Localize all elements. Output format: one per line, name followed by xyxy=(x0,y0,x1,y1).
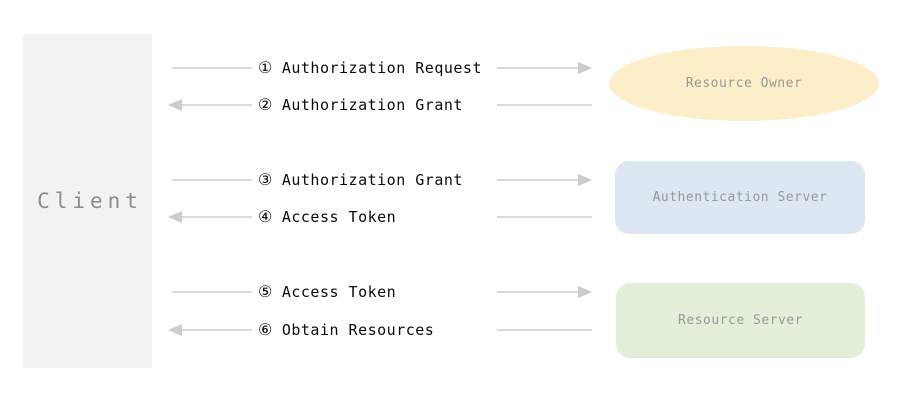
flow-row-obtain-resources: ⑥ Obtain Resources xyxy=(0,320,900,340)
flow-label: ③ Authorization Grant xyxy=(258,170,463,190)
client-label: Client xyxy=(37,189,143,213)
flow-text: Authorization Grant xyxy=(281,96,463,114)
shape-resource-server: Resource Server xyxy=(616,283,865,358)
flow-text: Authorization Grant xyxy=(281,171,463,189)
flow-text: Access Token xyxy=(281,283,397,301)
flow-row-access-token-2: ⑤ Access Token xyxy=(0,282,900,302)
connector-line xyxy=(497,67,578,69)
client-box: Client xyxy=(23,34,152,368)
shape-label: Resource Server xyxy=(678,313,803,328)
flow-row-authorization-request: ① Authorization Request xyxy=(0,58,900,78)
flow-number: ④ xyxy=(258,207,273,226)
shape-authentication-server: Authentication Server xyxy=(615,161,865,234)
connector-line xyxy=(172,291,252,293)
shape-resource-owner: Resource Owner xyxy=(609,46,879,121)
flow-label: ① Authorization Request xyxy=(258,58,482,78)
flow-label: ② Authorization Grant xyxy=(258,95,463,115)
flow-row-access-token: ④ Access Token xyxy=(0,207,900,227)
flow-label: ⑥ Obtain Resources xyxy=(258,320,434,340)
flow-label: ⑤ Access Token xyxy=(258,282,396,302)
arrow-left-icon xyxy=(168,99,182,111)
flow-number: ① xyxy=(258,58,273,77)
flow-number: ⑤ xyxy=(258,282,273,301)
flow-label: ④ Access Token xyxy=(258,207,396,227)
flow-row-authorization-grant: ② Authorization Grant xyxy=(0,95,900,115)
shape-label: Authentication Server xyxy=(652,190,828,205)
connector-line xyxy=(182,104,252,106)
connector-line xyxy=(497,216,592,218)
flow-number: ③ xyxy=(258,170,273,189)
arrow-left-icon xyxy=(168,324,182,336)
arrow-right-icon xyxy=(578,62,592,74)
flow-text: Authorization Request xyxy=(281,59,482,77)
connector-line xyxy=(497,291,578,293)
arrow-left-icon xyxy=(168,211,182,223)
flow-text: Access Token xyxy=(281,208,397,226)
connector-line xyxy=(497,329,592,331)
flow-text: Obtain Resources xyxy=(281,321,435,339)
connector-line xyxy=(497,179,578,181)
connector-line xyxy=(182,329,252,331)
shape-label: Resource Owner xyxy=(685,76,803,91)
connector-line xyxy=(497,104,592,106)
arrow-right-icon xyxy=(578,174,592,186)
flow-number: ⑥ xyxy=(258,320,273,339)
connector-line xyxy=(182,216,252,218)
connector-line xyxy=(172,179,252,181)
flow-row-authorization-grant-2: ③ Authorization Grant xyxy=(0,170,900,190)
arrow-right-icon xyxy=(578,286,592,298)
connector-line xyxy=(172,67,252,69)
flow-number: ② xyxy=(258,95,273,114)
